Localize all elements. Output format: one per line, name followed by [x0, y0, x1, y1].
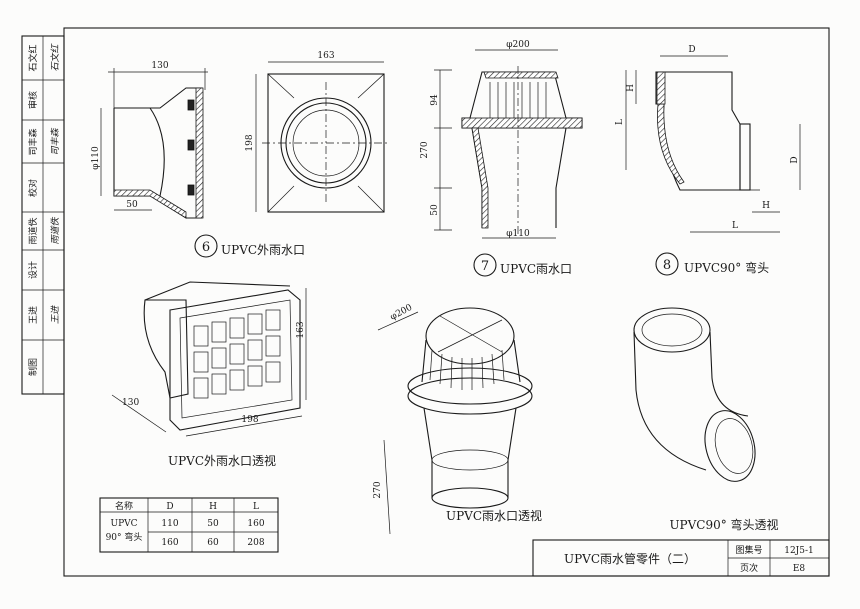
dim-p8-l: L	[615, 119, 625, 125]
sidebar-role-4: 校对	[27, 179, 39, 197]
iso-outer-outlet-caption: UPVC外雨水口透视	[168, 453, 276, 468]
dim-p7-h2: 270	[420, 141, 430, 158]
table-cell-r1-d: 110	[161, 519, 178, 529]
table-name-line1: UPVC	[110, 519, 137, 529]
sidebar-role-1: 石文红	[27, 44, 39, 71]
dim-iso6-h: 163	[296, 321, 306, 338]
dim-p8-d-right: D	[790, 156, 800, 163]
page-value: E8	[793, 564, 806, 574]
table-cell-r1-h: 50	[207, 519, 219, 529]
part-7-label: 7 UPVC雨水口	[473, 253, 572, 277]
part-8-caption: UPVC90° 弯头	[684, 260, 769, 275]
atlas-value: 12J5-1	[784, 546, 814, 556]
dim-p6-left: φ110	[91, 146, 101, 170]
table-name-line2: 90° 弯头	[106, 531, 143, 543]
dim-iso6-d: 130	[122, 398, 139, 408]
part-8-number: 8	[663, 258, 671, 273]
table-header-name: 名称	[115, 500, 133, 512]
sidebar-role-8: 制图	[27, 358, 39, 376]
elbow-section-view: D H L D H L	[615, 45, 801, 233]
dim-p7-h1: 94	[430, 94, 440, 106]
dim-p6b-side: 198	[245, 134, 255, 151]
sidebar-role-3: 司丰森	[27, 128, 39, 155]
signature-sidebar: 石文红 石文红 审核 司丰森 司丰森 校对 雨道佚 雨道佚 设计 王进 王进 制…	[21, 35, 65, 395]
sidebar-role-5: 雨道佚	[27, 217, 39, 244]
table-cell-r2-l: 208	[247, 538, 264, 548]
dim-p7-top: φ200	[506, 40, 530, 50]
table-header-l: L	[253, 502, 259, 512]
part-7-number: 7	[481, 259, 489, 274]
sidebar-role-2: 审核	[27, 91, 39, 109]
table-cell-r1-l: 160	[247, 519, 264, 529]
spec-table: 名称 D H L UPVC 90° 弯头 110 50 160 160 60 2…	[99, 497, 279, 553]
dim-p8-l-bottom: L	[732, 221, 738, 231]
iso-outlet-caption: UPVC雨水口透视	[446, 508, 542, 523]
outer-outlet-side-view: 130 φ110 50	[91, 61, 208, 219]
dim-p6-bottom: 50	[126, 200, 138, 210]
sidebar-signature-1: 石文红	[50, 43, 61, 72]
table-header-d: D	[166, 502, 173, 512]
part-6-number: 6	[202, 240, 210, 255]
outer-outlet-front-view: 163 198	[245, 51, 390, 213]
sidebar-role-6: 设计	[27, 261, 39, 279]
sidebar-role-7: 王进	[28, 306, 39, 324]
drawing-title: UPVC雨水管零件（二）	[564, 551, 696, 566]
dim-p7-bottom: φ110	[506, 229, 530, 239]
dim-p6-top: 130	[151, 61, 168, 71]
part-6-label: 6 UPVC外雨水口	[194, 234, 305, 258]
dim-p8-d-top: D	[688, 45, 695, 55]
elbow-isometric	[633, 307, 756, 482]
part-6-caption: UPVC外雨水口	[221, 243, 305, 257]
sidebar-signature-5: 雨道佚	[50, 217, 61, 245]
dim-iso6-w: 198	[241, 415, 258, 425]
sidebar-signature-3: 司丰森	[50, 128, 61, 156]
sidebar-signature-7: 王进	[50, 305, 61, 324]
dim-p8-h-bottom: H	[762, 201, 770, 211]
inner-frame	[63, 27, 830, 577]
dim-iso7-h: 270	[373, 481, 383, 498]
outlet-section-view: φ200 94 270 50 φ110	[420, 40, 583, 239]
dim-p8-h: H	[626, 84, 636, 92]
page-label: 页次	[740, 562, 758, 574]
table-cell-r2-h: 60	[207, 538, 219, 548]
table-header-h: H	[209, 502, 217, 512]
iso-elbow-caption: UPVC90° 弯头透视	[669, 517, 778, 532]
part-7-caption: UPVC雨水口	[500, 262, 572, 276]
outlet-isometric: φ200 270	[373, 303, 533, 535]
dim-p6b-top: 163	[317, 51, 334, 61]
atlas-label: 图集号	[735, 544, 762, 556]
part-8-label: 8 UPVC90° 弯头	[655, 252, 769, 276]
title-block: UPVC雨水管零件（二） 图集号 12J5-1 页次 E8	[532, 539, 830, 577]
table-cell-r2-d: 160	[161, 538, 178, 548]
dim-p7-h3: 50	[430, 204, 440, 216]
outer-outlet-isometric: 163 198 130	[111, 281, 307, 437]
